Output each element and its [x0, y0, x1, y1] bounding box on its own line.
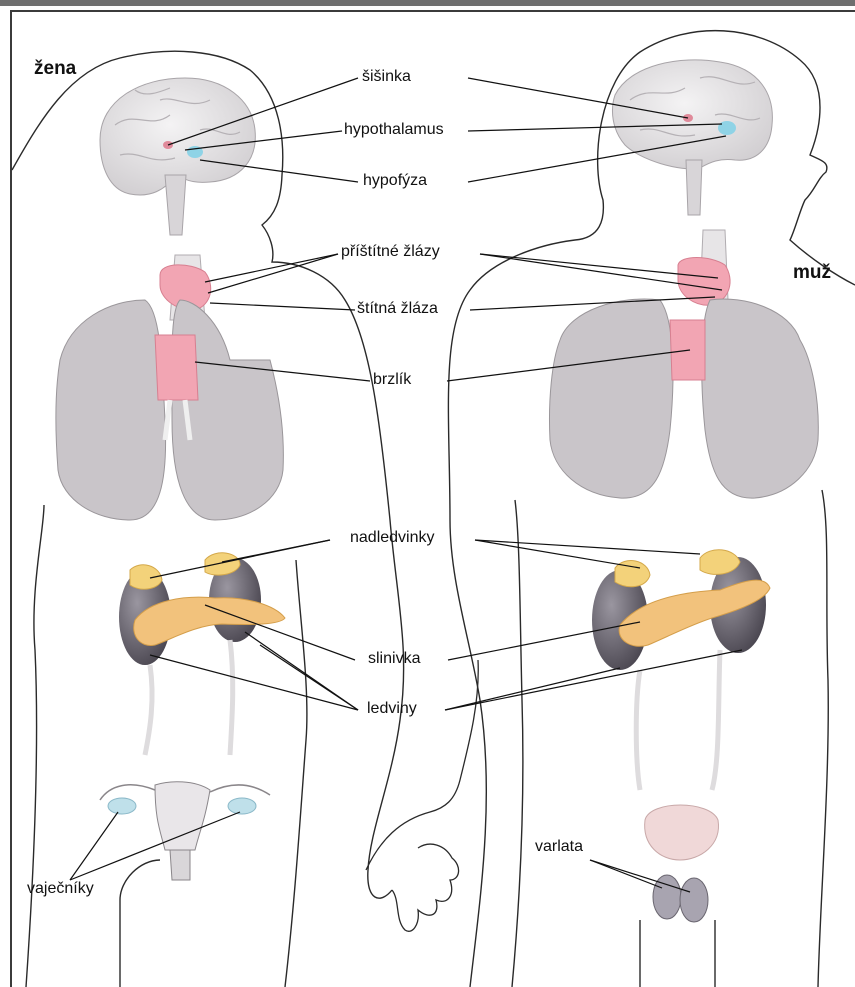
- label-thymus: brzlík: [373, 371, 411, 389]
- label-parathyroid-glands: příštítné žlázy: [341, 243, 440, 261]
- label-thyroid-gland: štítná žláza: [357, 300, 438, 318]
- label-female: žena: [34, 58, 76, 80]
- label-pituitary-gland: hypofýza: [363, 172, 427, 190]
- label-testes: varlata: [535, 838, 583, 856]
- label-pineal-gland: šišinka: [362, 68, 411, 86]
- female-brain: [100, 78, 255, 235]
- label-adrenal-glands: nadledvinky: [350, 529, 435, 547]
- label-hypothalamus: hypothalamus: [344, 121, 444, 139]
- label-pancreas: slinivka: [368, 650, 420, 668]
- male-brain: [612, 60, 772, 215]
- female-chest: [56, 255, 283, 520]
- label-male: muž: [793, 262, 831, 284]
- label-kidneys: ledviny: [367, 700, 417, 718]
- male-abdomen: [592, 550, 770, 922]
- label-ovaries: vaječníky: [27, 880, 94, 898]
